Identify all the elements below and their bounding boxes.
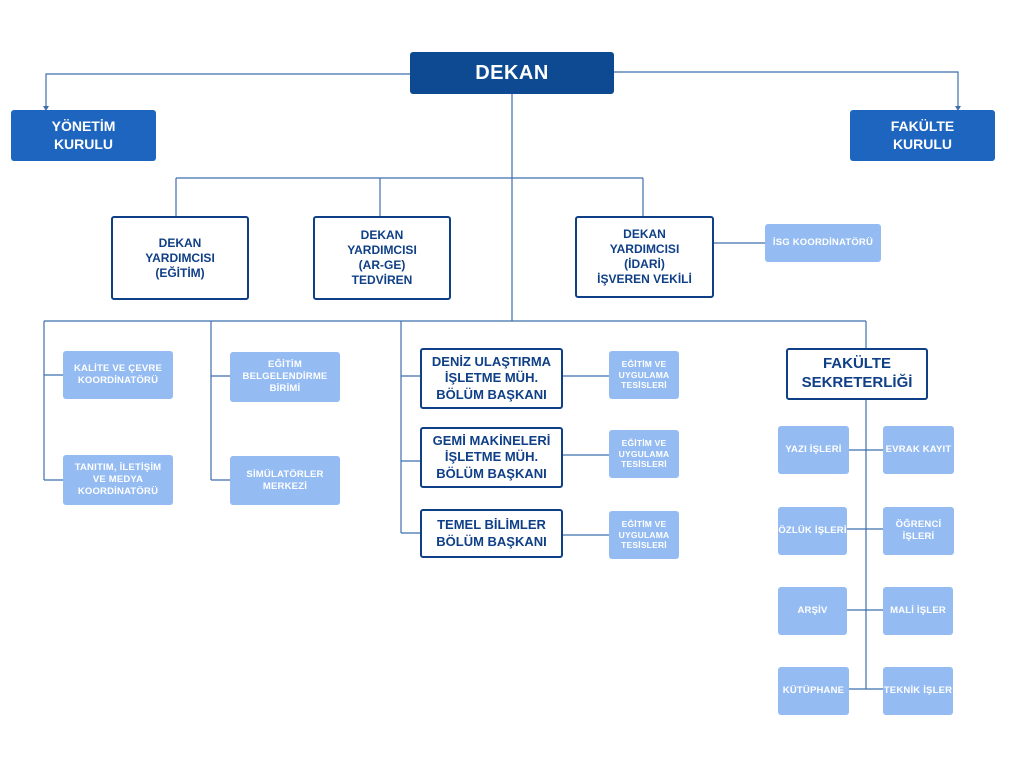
department-head-box: GEMİ MAKİNELERİ İŞLETME MÜH. BÖLÜM BAŞKA… (420, 427, 563, 488)
office-archive-box: ARŞİV (778, 587, 847, 635)
certification-unit-box: EĞİTİM BELGELENDİRME BİRİMİ (230, 352, 340, 402)
isg-coordinator-box: İSG KOORDİNATÖRÜ (765, 224, 881, 262)
office-library-box: KÜTÜPHANE (778, 667, 849, 715)
office-technical-box: TEKNİK İŞLER (883, 667, 953, 715)
secretariat-box: FAKÜLTE SEKRETERLİĞİ (786, 348, 928, 400)
department-head-box: TEMEL BİLİMLER BÖLÜM BAŞKANI (420, 509, 563, 558)
office-student-box: ÖĞRENCİ İŞLERİ (883, 507, 954, 555)
office-finance-box: MALİ İŞLER (883, 587, 953, 635)
quality-coordinator-box: KALİTE VE ÇEVRE KOORDİNATÖRÜ (63, 351, 173, 399)
office-personnel-box: ÖZLÜK İŞLERİ (778, 507, 847, 555)
office-records-box: EVRAK KAYIT (883, 426, 954, 474)
office-writing-box: YAZI İŞLERİ (778, 426, 849, 474)
vice-dean-education-box: DEKAN YARDIMCISI (EĞİTİM) (111, 216, 249, 300)
facility-box: EĞİTİM VE UYGULAMA TESİSLERİ (609, 511, 679, 559)
board-box: YÖNETİM KURULU (11, 110, 156, 161)
vice-dean-admin-box: DEKAN YARDIMCISI (İDARİ) İŞVEREN VEKİLİ (575, 216, 714, 298)
vice-dean-rnd-box: DEKAN YARDIMCISI (AR-GE) TEDVİREN (313, 216, 451, 300)
faculty-board-box: FAKÜLTE KURULU (850, 110, 995, 161)
facility-box: EĞİTİM VE UYGULAMA TESİSLERİ (609, 351, 679, 399)
dean-box: DEKAN (410, 52, 614, 94)
department-head-box: DENİZ ULAŞTIRMA İŞLETME MÜH. BÖLÜM BAŞKA… (420, 348, 563, 409)
simulator-center-box: SİMÜLATÖRLER MERKEZİ (230, 456, 340, 505)
facility-box: EĞİTİM VE UYGULAMA TESİSLERİ (609, 430, 679, 478)
promotion-coordinator-box: TANITIM, İLETİŞİM VE MEDYA KOORDİNATÖRÜ (63, 455, 173, 505)
